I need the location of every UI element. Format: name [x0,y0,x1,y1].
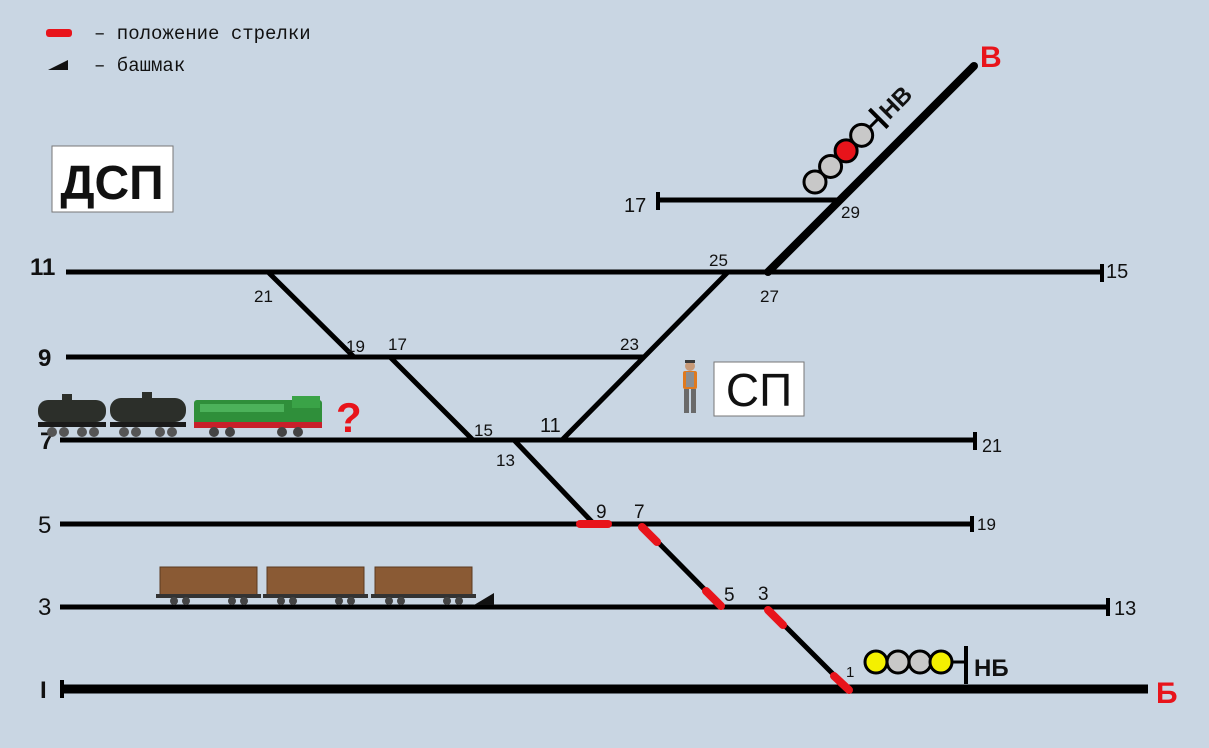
question-mark: ? [336,394,362,441]
switch-label-21: 21 [254,287,273,306]
tank-car-2 [110,392,186,437]
legend: – положение стрелки – башмак [46,23,311,77]
signal-nb-lamp-2 [885,649,911,675]
end-label-21: 21 [982,436,1002,456]
train-track-7: ? [38,392,362,441]
switch-label-3: 3 [758,584,769,605]
diagonal-21-19 [265,269,357,360]
signal-nb-lamp-4-yellow [928,649,954,675]
switch-label-29: 29 [841,203,860,222]
signal-nb: НБ [863,646,1009,684]
switch-markers [576,520,853,694]
boxcar-1 [156,566,261,605]
switch-label-23: 23 [620,335,639,354]
dsp-box: ДСП [51,145,174,213]
track-label-I: I [40,677,47,704]
tracks [60,197,1148,694]
switch-label-5: 5 [724,585,735,606]
end-stops [60,192,1110,698]
legend-shoe-label: – башмак [94,55,185,77]
diagonal-13-9 [511,437,597,527]
switch-marker-3 [764,606,787,629]
locomotive [194,396,322,437]
switch-label-15: 15 [474,421,493,440]
switch-label-25: 25 [709,251,728,270]
worker-icon [683,360,697,413]
legend-switch-label: – положение стрелки [94,23,311,45]
direction-label-v: В [980,41,1002,74]
end-label-13: 13 [1114,598,1136,620]
switch-label-9: 9 [596,502,607,523]
end-label-17: 17 [624,195,646,217]
switch-label-7: 7 [634,502,645,523]
legend-shoe-icon [48,60,68,70]
train-track-3 [156,566,494,605]
track-label-11: 11 [30,254,55,281]
switch-marker-5 [702,587,725,610]
boxcar-2 [263,566,368,605]
switch-marker-1 [830,672,853,694]
track-label-9: 9 [38,345,51,372]
sp-box: СП [713,361,805,417]
signal-nb-lamp-1-yellow [863,649,889,675]
track-labels: 11 9 7 5 3 I [30,254,55,704]
signal-nv-lamp-4 [849,122,875,148]
signal-nb-label: НБ [974,655,1009,682]
end-label-19: 19 [977,515,996,534]
switch-label-17: 17 [388,335,407,354]
tank-car-1 [38,394,106,437]
signal-nb-lamp-3 [907,649,933,675]
track-label-3: 3 [38,594,51,621]
sp-box-label: СП [726,364,792,416]
switch-label-19: 19 [346,337,365,356]
boxcar-3 [371,566,476,605]
main-line-to-v [764,62,978,276]
dsp-box-label: ДСП [60,157,163,210]
brake-shoe-icon [474,593,494,605]
switch-label-13: 13 [496,451,515,470]
switch-label-11: 11 [540,415,561,437]
switch-marker-7 [638,523,661,546]
switch-label-1: 1 [846,664,854,681]
switch-labels: 21 19 17 23 25 27 29 15 11 13 9 7 5 3 1 [254,203,860,681]
end-label-15: 15 [1106,261,1128,283]
switch-label-27: 27 [760,287,779,306]
end-labels: 17 15 21 19 13 [624,195,1136,620]
legend-switch-swatch [46,29,72,37]
diagonal-17-15 [387,354,476,443]
direction-label-b: Б [1156,677,1178,710]
track-label-5: 5 [38,512,51,539]
diagonal-25-11 [559,269,731,443]
